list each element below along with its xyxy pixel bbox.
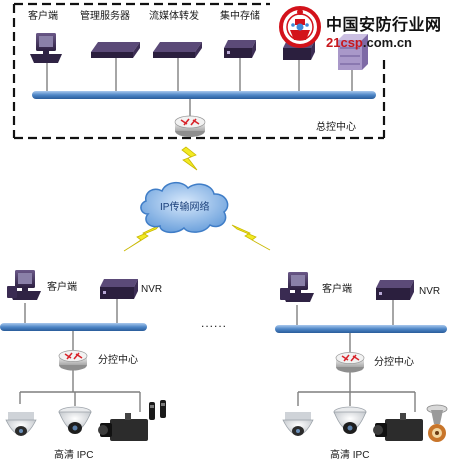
branch-right-nvr-label: NVR (419, 286, 441, 297)
branch-right-drop-lines (296, 300, 416, 412)
branch-right-center-label: 分控中心 (374, 357, 414, 368)
lightning-bolt-icon (123, 224, 161, 252)
lightning-bolt-icon (231, 224, 271, 251)
hq-central-storage-label: 集中存储 (220, 11, 260, 22)
router-icon (174, 115, 206, 137)
alarm-siren-icon (426, 404, 448, 442)
hq-mgmt-server-label: 管理服务器 (80, 11, 130, 22)
dome-camera-icon (5, 412, 37, 436)
ir-beam-icon (149, 400, 166, 420)
lightning-bolt-icon (181, 146, 198, 171)
router-icon (335, 352, 365, 373)
desktop-pc-icon (30, 33, 62, 63)
ellipsis-indicator: ...... (201, 316, 228, 330)
storage-array-icon (338, 34, 368, 70)
cloud-icon (140, 182, 229, 234)
branch-right-network-bus (275, 325, 447, 333)
rack-server-icon (91, 42, 140, 58)
branch-left-nvr-label: NVR (141, 284, 163, 295)
dome-camera-icon (282, 412, 314, 436)
branch-left-center-label: 分控中心 (98, 355, 138, 366)
router-icon (58, 350, 88, 371)
branch-left-network-bus (0, 323, 147, 331)
network-switch-icon (376, 280, 414, 300)
network-switch-icon (100, 279, 138, 299)
rack-server-icon (153, 42, 202, 58)
watermark-site-name: 中国安防行业网 (326, 17, 442, 34)
hq-network-bus (32, 91, 376, 99)
branch-left-client-label: 客户端 (47, 282, 77, 293)
dome-camera-icon (333, 406, 367, 434)
hq-client-label: 客户端 (28, 11, 58, 22)
hq-dashed-border (12, 2, 386, 140)
branch-left-ipc-label: 高清 IPC (54, 450, 94, 461)
branch-left-drop-lines (19, 298, 141, 412)
box-camera-icon (373, 413, 423, 441)
branch-right-client-label: 客户端 (322, 284, 352, 295)
watermark-url: 21csp.com.cn (326, 35, 412, 50)
desktop-pc-icon (7, 270, 41, 300)
network-label: IP传输网络 (160, 202, 210, 213)
box-camera-icon (98, 413, 148, 441)
desktop-pc-icon (280, 272, 314, 302)
hq-drop-lines (46, 58, 353, 117)
dome-camera-icon (58, 406, 92, 434)
branch-right-ipc-label: 高清 IPC (330, 450, 370, 461)
hq-stream-forward-label: 流媒体转发 (149, 11, 199, 22)
hq-center-label: 总控中心 (316, 122, 356, 133)
watermark-url-brand: 21csp (326, 35, 363, 50)
watermark-url-tld: .com.cn (362, 35, 412, 50)
network-switch-icon (224, 40, 256, 58)
csp-logo-seal (279, 6, 321, 48)
